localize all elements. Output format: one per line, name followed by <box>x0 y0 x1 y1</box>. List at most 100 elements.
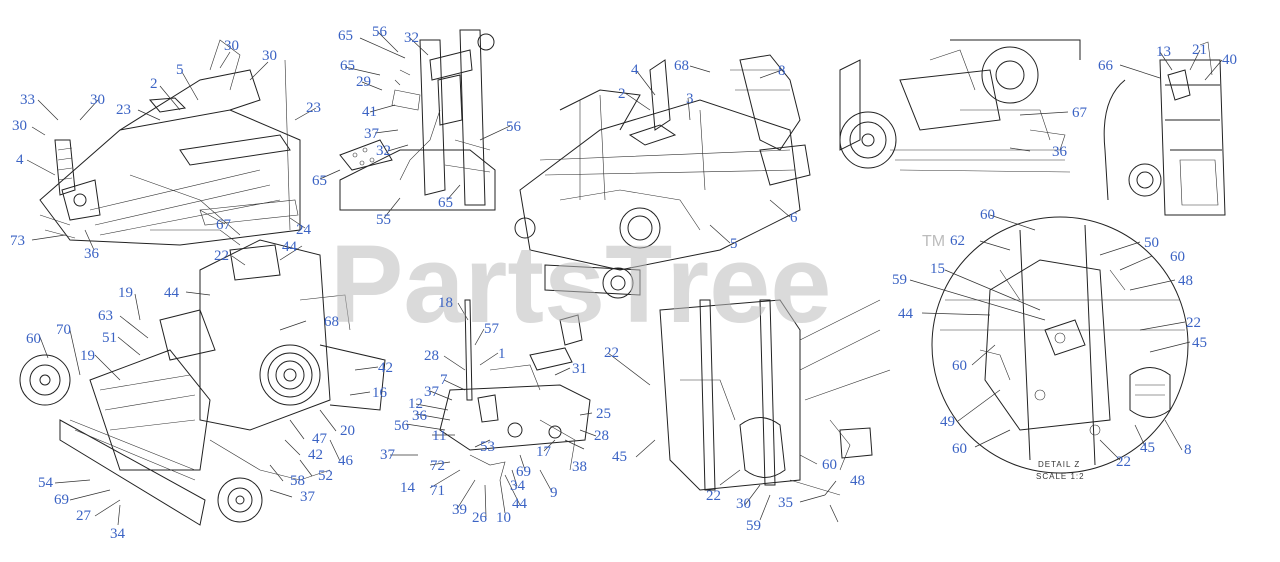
callout[interactable]: 32 <box>376 143 391 159</box>
callout[interactable]: 44 <box>898 306 914 322</box>
callout[interactable]: 45 <box>1192 335 1207 351</box>
callout[interactable]: 37 <box>424 384 440 400</box>
callout[interactable]: 36 <box>84 246 100 262</box>
callout[interactable]: 42 <box>378 360 393 376</box>
callout[interactable]: 55 <box>376 212 391 228</box>
callout[interactable]: 67 <box>1072 105 1088 121</box>
callout[interactable]: 66 <box>1098 58 1114 74</box>
callout[interactable]: 17 <box>536 444 552 460</box>
callout[interactable]: 73 <box>10 233 25 249</box>
callout[interactable]: 49 <box>940 414 955 430</box>
callout[interactable]: 70 <box>56 322 71 338</box>
callout[interactable]: 62 <box>950 233 965 249</box>
callout[interactable]: 2 <box>618 86 626 102</box>
callout[interactable]: 15 <box>930 261 945 277</box>
callout[interactable]: 11 <box>432 428 446 444</box>
callout[interactable]: 58 <box>290 473 305 489</box>
callout[interactable]: 28 <box>594 428 609 444</box>
callout[interactable]: 37 <box>300 489 316 505</box>
callout[interactable]: 45 <box>612 449 627 465</box>
callout[interactable]: 42 <box>308 447 323 463</box>
callout[interactable]: 6 <box>790 210 798 226</box>
callout[interactable]: 37 <box>364 126 380 142</box>
callout[interactable]: 14 <box>400 480 416 496</box>
callout[interactable]: 30 <box>12 118 27 134</box>
callout[interactable]: 44 <box>164 285 180 301</box>
callout[interactable]: 4 <box>631 62 639 78</box>
callout[interactable]: 68 <box>324 314 339 330</box>
callout[interactable]: 69 <box>516 464 531 480</box>
callout[interactable]: 35 <box>778 495 793 511</box>
callout[interactable]: 40 <box>1222 52 1237 68</box>
callout[interactable]: 23 <box>306 100 321 116</box>
callout[interactable]: 34 <box>110 526 126 542</box>
callout[interactable]: 22 <box>214 248 229 264</box>
callout[interactable]: 60 <box>822 457 837 473</box>
callout[interactable]: 29 <box>356 74 371 90</box>
callout[interactable]: 72 <box>430 458 445 474</box>
callout[interactable]: 16 <box>372 385 388 401</box>
callout[interactable]: 56 <box>372 24 388 40</box>
callout[interactable]: 48 <box>850 473 865 489</box>
callout[interactable]: 19 <box>118 285 133 301</box>
callout[interactable]: 51 <box>102 330 117 346</box>
callout[interactable]: 65 <box>338 28 353 44</box>
callout[interactable]: 65 <box>340 58 355 74</box>
callout[interactable]: 19 <box>80 348 95 364</box>
callout[interactable]: 41 <box>362 104 377 120</box>
callout[interactable]: 57 <box>484 321 500 337</box>
callout[interactable]: 7 <box>440 372 448 388</box>
callout[interactable]: 34 <box>510 478 526 494</box>
callout[interactable]: 9 <box>550 485 558 501</box>
callout[interactable]: 59 <box>746 518 761 534</box>
callout[interactable]: 69 <box>54 492 69 508</box>
callout[interactable]: 12 <box>408 396 423 412</box>
callout[interactable]: 67 <box>216 217 232 233</box>
callout[interactable]: 48 <box>1178 273 1193 289</box>
callout[interactable]: 54 <box>38 475 54 491</box>
callout[interactable]: 47 <box>312 431 328 447</box>
callout[interactable]: 46 <box>338 453 354 469</box>
callout[interactable]: 22 <box>1186 315 1201 331</box>
callout[interactable]: 22 <box>604 345 619 361</box>
callout[interactable]: 20 <box>340 423 355 439</box>
callout[interactable]: 33 <box>20 92 35 108</box>
callout[interactable]: 36 <box>412 408 428 424</box>
callout[interactable]: 18 <box>438 295 453 311</box>
callout[interactable]: 28 <box>424 348 439 364</box>
callout[interactable]: 44 <box>282 239 298 255</box>
callout[interactable]: 24 <box>296 222 312 238</box>
callout[interactable]: 30 <box>736 496 751 512</box>
callout[interactable]: 30 <box>224 38 239 54</box>
callout[interactable]: 38 <box>572 459 587 475</box>
callout[interactable]: 5 <box>730 236 738 252</box>
callout[interactable]: 60 <box>26 331 41 347</box>
callout[interactable]: 65 <box>312 173 327 189</box>
callout[interactable]: 21 <box>1192 42 1207 58</box>
callout[interactable]: 31 <box>572 361 587 377</box>
callout[interactable]: 8 <box>778 63 786 79</box>
callout[interactable]: 68 <box>674 58 689 74</box>
callout[interactable]: 25 <box>596 406 611 422</box>
callout[interactable]: 37 <box>380 447 396 463</box>
callout[interactable]: 10 <box>496 510 511 526</box>
callout[interactable]: 32 <box>404 30 419 46</box>
callout[interactable]: 45 <box>1140 440 1155 456</box>
callout[interactable]: 60 <box>1170 249 1185 265</box>
callout[interactable]: 4 <box>16 152 24 168</box>
callout[interactable]: 52 <box>318 468 333 484</box>
callout[interactable]: 56 <box>506 119 522 135</box>
callout[interactable]: 27 <box>76 508 92 524</box>
callout[interactable]: 39 <box>452 502 467 518</box>
callout[interactable]: 22 <box>1116 454 1131 470</box>
callout[interactable]: 59 <box>892 272 907 288</box>
callout[interactable]: 36 <box>1052 144 1068 160</box>
callout[interactable]: 30 <box>262 48 277 64</box>
callout[interactable]: 30 <box>90 92 105 108</box>
callout[interactable]: 56 <box>394 418 410 434</box>
callout[interactable]: 60 <box>980 207 995 223</box>
callout[interactable]: 44 <box>512 496 528 512</box>
callout[interactable]: 5 <box>176 62 184 78</box>
callout[interactable]: 8 <box>1184 442 1192 458</box>
callout[interactable]: 1 <box>498 346 506 362</box>
